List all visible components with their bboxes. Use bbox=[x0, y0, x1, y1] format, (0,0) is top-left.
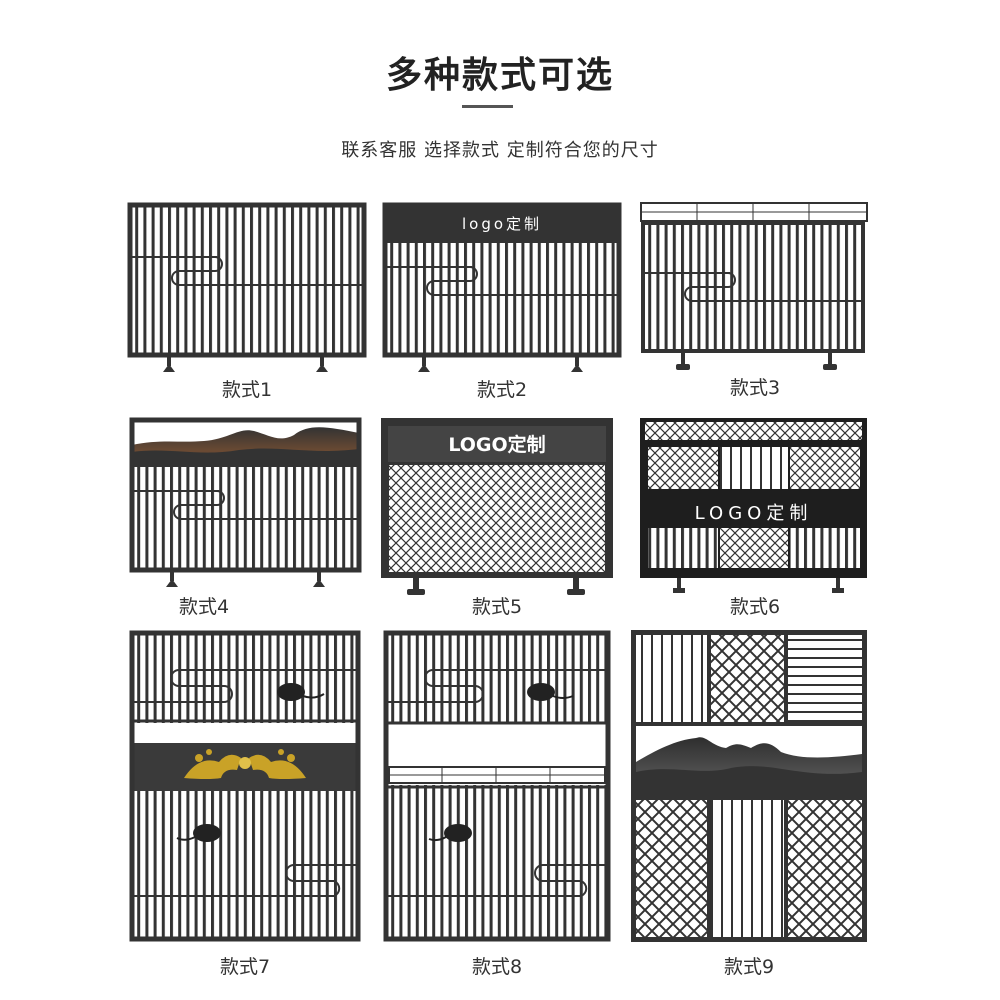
fence-illustration-6 bbox=[640, 418, 867, 593]
style-card-3[interactable]: 款式3 bbox=[640, 201, 870, 399]
style-label: 款式3 bbox=[729, 377, 781, 399]
style-label: 款式2 bbox=[476, 379, 528, 401]
fence-illustration-5 bbox=[381, 418, 613, 595]
style-card-8[interactable]: 款式8 bbox=[383, 630, 611, 982]
style-label: 款式9 bbox=[723, 956, 775, 978]
style-card-7[interactable]: 款式7 bbox=[129, 630, 361, 982]
style-label: 款式4 bbox=[178, 596, 230, 618]
fence-illustration-4 bbox=[129, 417, 362, 587]
dragon-ornament-icon bbox=[184, 749, 306, 779]
logo-panel-text: logo定制 bbox=[461, 215, 543, 233]
cloud-icon bbox=[527, 683, 574, 701]
style-card-5[interactable]: LOGO定制 款式5 bbox=[381, 418, 613, 618]
style-label: 款式7 bbox=[219, 956, 271, 978]
cloud-icon bbox=[176, 824, 221, 842]
page-subtitle: 联系客服 选择款式 定制符合您的尺寸 bbox=[341, 140, 659, 161]
style-label: 款式8 bbox=[471, 956, 523, 978]
style-card-2[interactable]: logo定制 款式2 bbox=[382, 202, 622, 401]
fence-illustration-3 bbox=[640, 202, 868, 370]
style-label: 款式1 bbox=[221, 379, 273, 401]
cloud-icon bbox=[277, 683, 325, 701]
logo-band-text: LOGO定制 bbox=[694, 503, 813, 524]
fence-illustration-1 bbox=[127, 202, 367, 372]
fence-illustration-8 bbox=[383, 630, 611, 942]
style-card-4[interactable]: 款式4 bbox=[129, 417, 364, 618]
logo-panel-text: LOGO定制 bbox=[448, 434, 546, 456]
fence-illustration-2 bbox=[382, 202, 622, 372]
style-label: 款式5 bbox=[471, 596, 523, 618]
style-label: 款式6 bbox=[729, 596, 781, 618]
style-card-1[interactable]: 款式1 bbox=[127, 202, 367, 401]
style-card-9[interactable]: 款式9 bbox=[631, 630, 867, 982]
fence-illustration-7 bbox=[129, 630, 361, 942]
title-divider bbox=[462, 105, 513, 108]
style-card-6[interactable]: LOGO定制 款式6 bbox=[640, 418, 870, 618]
fence-illustration-9 bbox=[631, 630, 867, 942]
cloud-icon bbox=[428, 824, 472, 842]
page-title: 多种款式可选 bbox=[385, 55, 614, 96]
